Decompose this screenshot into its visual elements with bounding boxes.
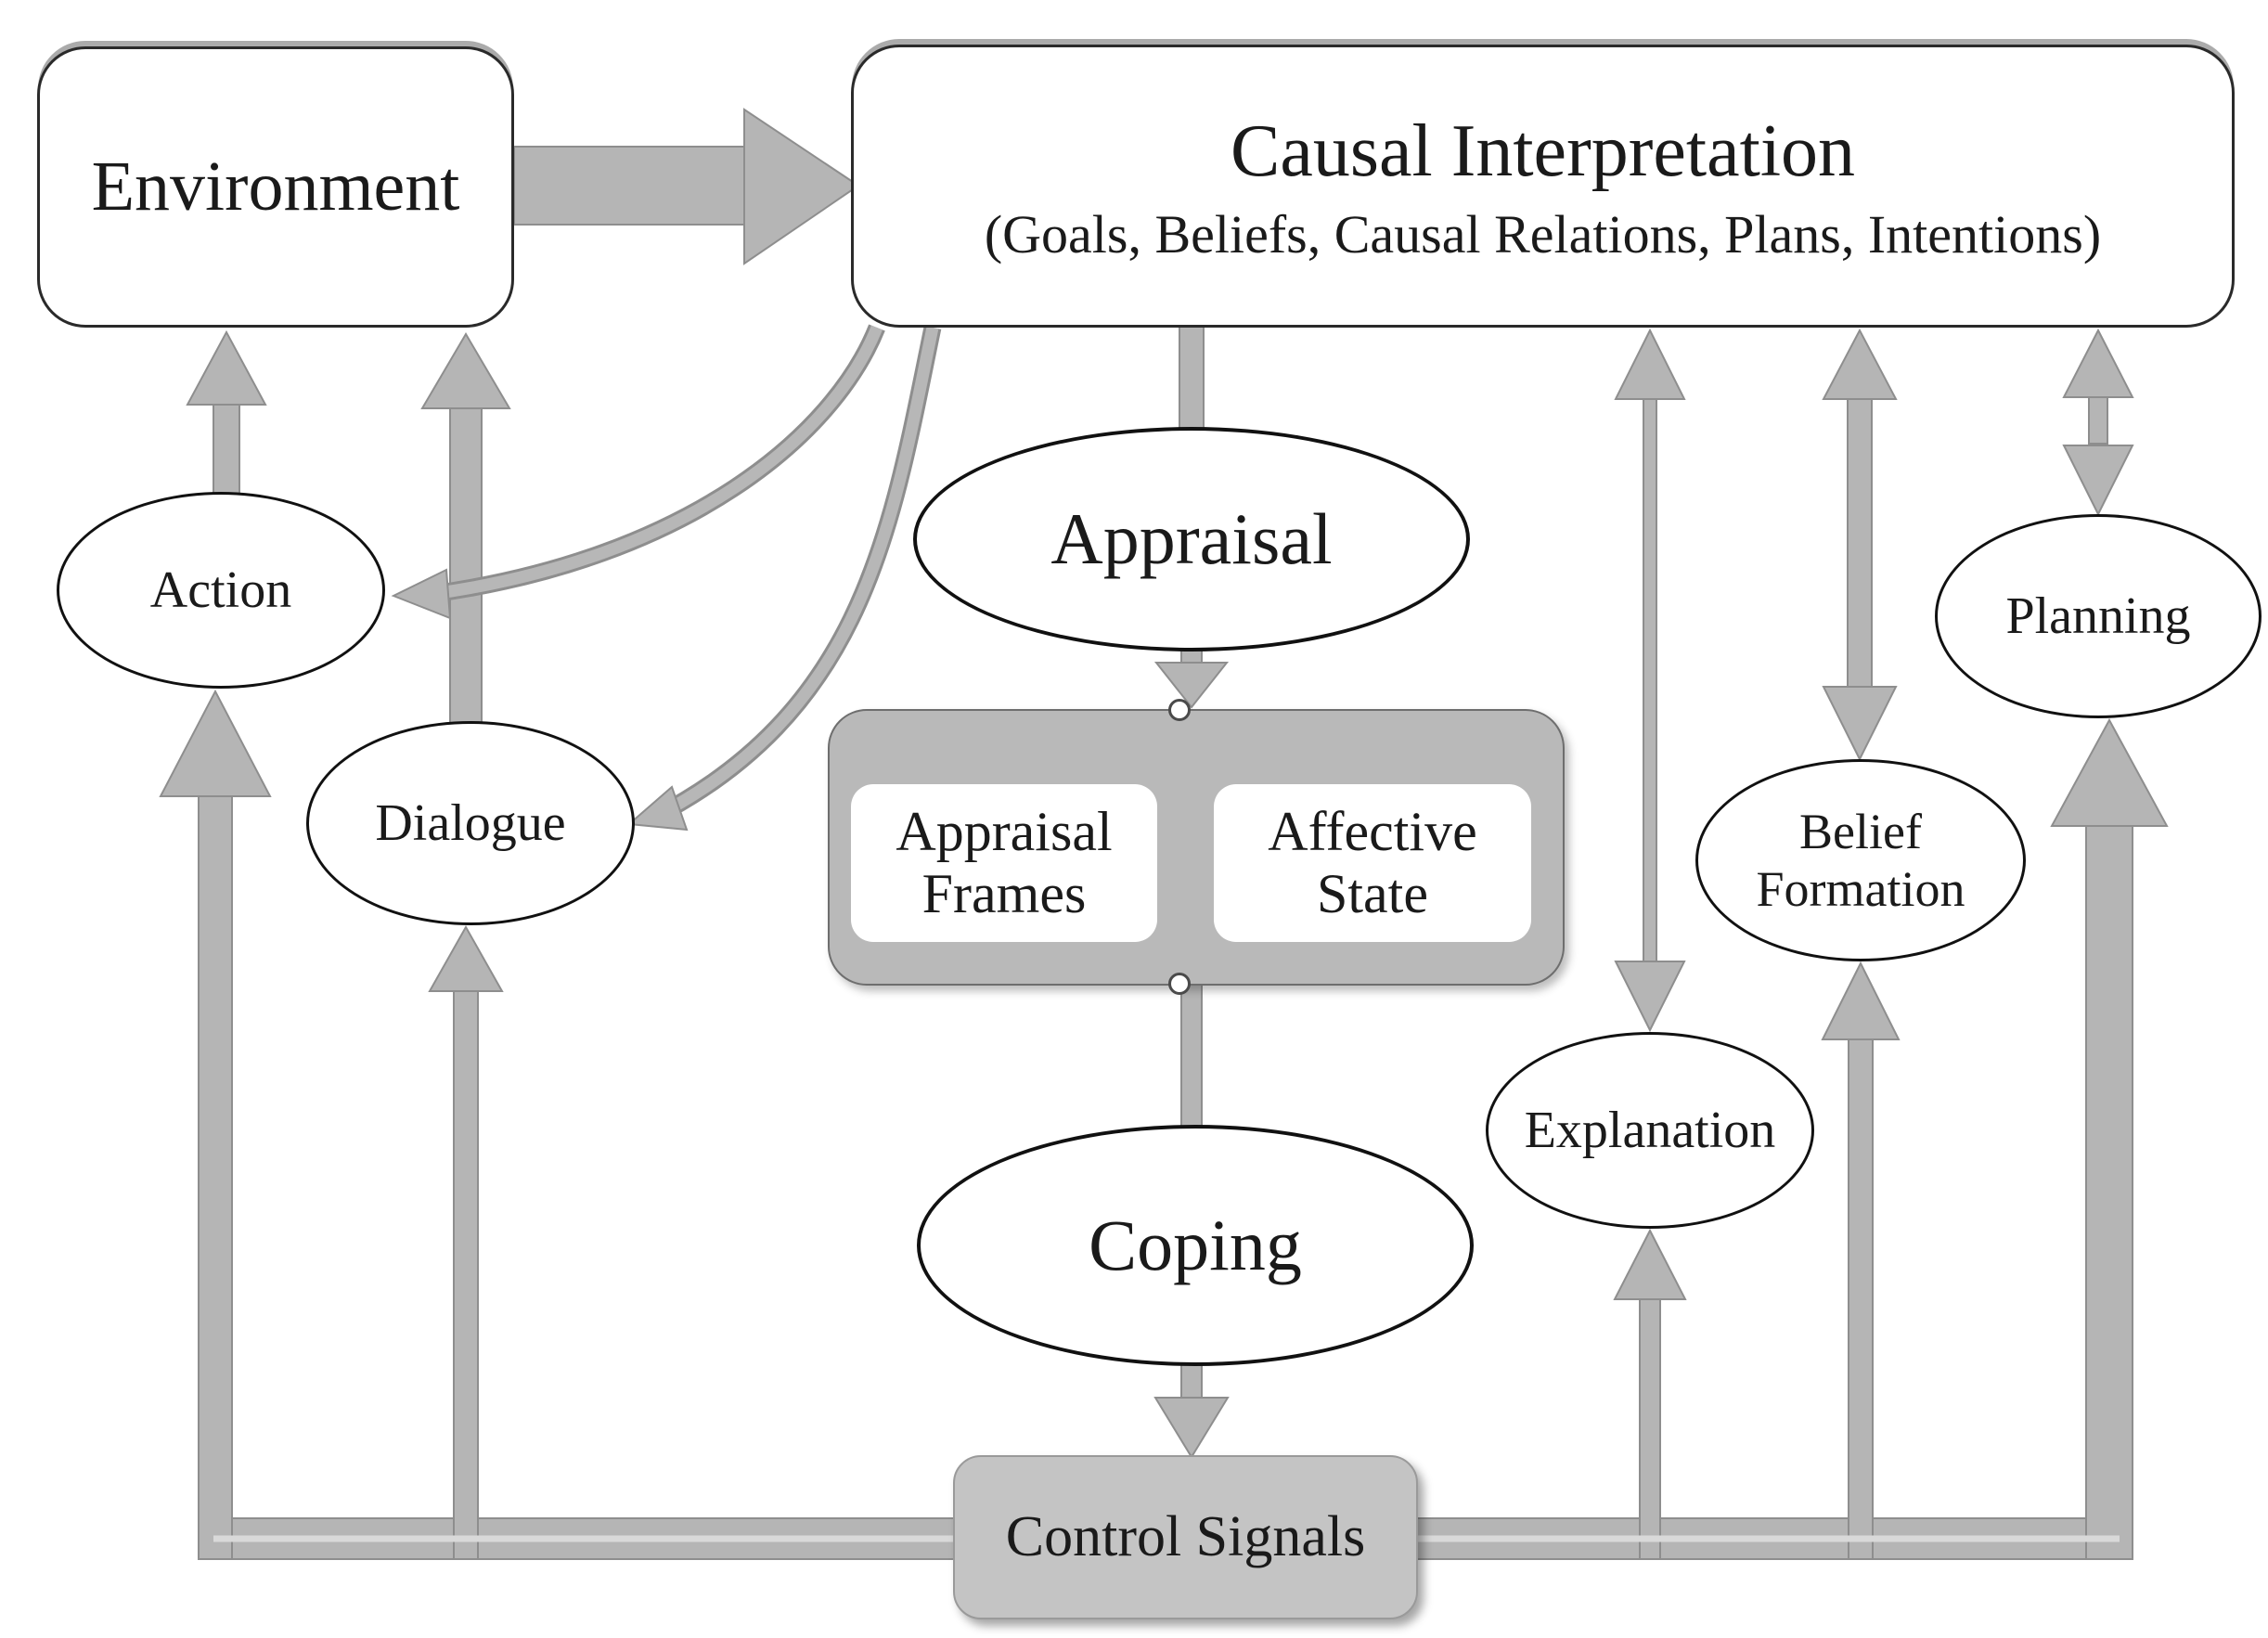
arrow-ci-planning-bidirectional xyxy=(2062,328,2134,517)
arrow-ci-explanation-bidirectional xyxy=(1614,328,1686,1033)
coping-ellipse: Coping xyxy=(917,1125,1474,1366)
affective-state-line1: Affective xyxy=(1268,800,1477,862)
arrow-control-to-belief-formation xyxy=(1821,961,1901,1560)
appraisal-frames-box: Appraisal Frames xyxy=(851,784,1157,942)
planning-ellipse: Planning xyxy=(1935,514,2262,718)
arrow-action-to-environment xyxy=(186,329,267,495)
environment-label: Environment xyxy=(91,148,460,226)
arrow-coping-to-control xyxy=(1153,1363,1230,1459)
arrow-control-to-dialogue xyxy=(428,924,504,1560)
belief-formation-line2: Formation xyxy=(1756,861,1965,917)
control-signals-label: Control Signals xyxy=(1005,1505,1366,1568)
affective-state-box: Affective State xyxy=(1214,784,1531,942)
affective-state-line2: State xyxy=(1317,863,1428,924)
action-ellipse: Action xyxy=(57,492,385,689)
arrow-environment-to-causal-interpretation xyxy=(513,108,860,265)
container-top-port xyxy=(1168,699,1191,721)
appraisal-frames-line2: Frames xyxy=(921,863,1087,924)
explanation-ellipse: Explanation xyxy=(1486,1032,1814,1229)
planning-label: Planning xyxy=(2005,587,2191,645)
explanation-label: Explanation xyxy=(1524,1102,1776,1159)
causal-interpretation-box: Causal Interpretation (Goals, Beliefs, C… xyxy=(851,45,2235,328)
arrow-ci-belief-formation-bidirectional xyxy=(1822,328,1898,762)
arrow-control-to-action xyxy=(159,689,272,1560)
dialogue-label: Dialogue xyxy=(375,794,566,852)
dialogue-ellipse: Dialogue xyxy=(306,721,635,925)
environment-box: Environment xyxy=(37,46,514,328)
appraisal-label: Appraisal xyxy=(1050,498,1333,579)
arrow-ci-to-action-curve xyxy=(391,324,885,620)
arrow-dialogue-to-environment xyxy=(420,332,511,725)
arrow-ci-to-appraisal xyxy=(1179,326,1205,437)
container-bottom-port xyxy=(1168,973,1191,995)
causal-interpretation-subtitle: (Goals, Beliefs, Causal Relations, Plans… xyxy=(984,203,2102,264)
arrow-control-to-explanation xyxy=(1613,1228,1687,1560)
appraisal-frames-line1: Appraisal xyxy=(896,800,1113,862)
arrow-ci-to-dialogue-curve xyxy=(626,326,942,832)
coping-label: Coping xyxy=(1089,1205,1302,1285)
arrow-control-to-planning xyxy=(2050,717,2169,1560)
arrow-appraisal-to-container xyxy=(1153,647,1230,709)
control-signals-box: Control Signals xyxy=(953,1455,1418,1619)
causal-interpretation-title: Causal Interpretation xyxy=(1230,110,1856,192)
appraisal-ellipse: Appraisal xyxy=(913,427,1470,651)
belief-formation-line1: Belief xyxy=(1799,803,1922,859)
action-label: Action xyxy=(149,561,292,619)
arrow-container-to-coping xyxy=(1180,983,1203,1131)
belief-formation-ellipse: Belief Formation xyxy=(1695,759,2026,961)
